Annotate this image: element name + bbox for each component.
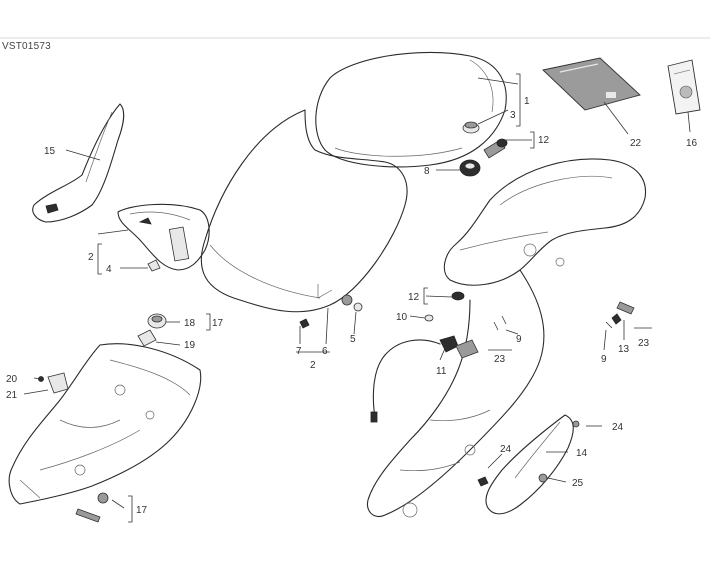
callout-25: 25 — [572, 478, 584, 489]
callout-2-seat: 2 — [310, 360, 316, 371]
callout-24-left: 24 — [500, 444, 512, 455]
rear-subframe — [366, 158, 647, 518]
callout-10: 10 — [396, 312, 408, 323]
fasteners-17 — [75, 492, 109, 523]
callout-20: 20 — [6, 374, 18, 385]
callout-16: 16 — [686, 138, 698, 149]
bracket-19 — [137, 329, 157, 347]
clip-10 — [424, 314, 434, 322]
seat-pad — [462, 121, 480, 134]
callout-12-lower: 12 — [408, 292, 420, 303]
callout-2-left: 2 — [88, 252, 94, 263]
callout-9-mid: 9 — [516, 334, 522, 345]
callout-5: 5 — [350, 334, 356, 345]
callout-17-bottom: 17 — [136, 505, 148, 516]
callout-21: 21 — [6, 390, 18, 401]
callout-8: 8 — [424, 166, 430, 177]
manual-22 — [542, 57, 641, 111]
callout-7: 7 — [296, 346, 302, 357]
callout-15: 15 — [44, 146, 56, 157]
callout-9-right: 9 — [601, 354, 607, 365]
callout-22: 22 — [630, 138, 642, 149]
left-side-cover — [32, 103, 125, 223]
bush-12b — [451, 291, 465, 301]
callout-4: 4 — [106, 264, 112, 275]
callout-13: 13 — [618, 344, 630, 355]
callout-24-right: 24 — [612, 422, 624, 433]
hook-18 — [147, 313, 167, 329]
right-side-cover-14 — [477, 414, 580, 515]
callout-23-mid: 23 — [494, 354, 506, 365]
rear-undertray — [8, 343, 202, 505]
passenger-seat — [315, 51, 507, 168]
callout-12: 12 — [538, 135, 550, 146]
callout-23-right: 23 — [638, 338, 650, 349]
lock-cylinder-12 — [483, 138, 508, 159]
callout-numbers: 1 3 12 22 16 15 8 2 4 18 17 19 12 10 7 6… — [6, 96, 698, 516]
callout-11: 11 — [436, 366, 447, 377]
callout-1: 1 — [524, 96, 530, 107]
callout-3: 3 — [510, 110, 516, 121]
seat-lock-8 — [459, 159, 481, 177]
seat-bumpers — [299, 294, 363, 329]
plate-21 — [38, 372, 69, 394]
callout-6: 6 — [322, 346, 328, 357]
rider-seat — [200, 109, 408, 313]
callout-18: 18 — [184, 318, 196, 329]
booklet-16 — [667, 59, 701, 115]
rider-seat-base — [117, 203, 210, 271]
drawing-code: VST01573 — [2, 41, 51, 52]
callout-19: 19 — [184, 340, 196, 351]
callout-14: 14 — [576, 448, 588, 459]
callout-17-top: 17 — [212, 318, 224, 329]
screws-23 — [493, 301, 635, 331]
release-cable-11 — [370, 335, 479, 423]
small-bracket-4 — [147, 259, 161, 272]
leader-lines — [23, 73, 691, 523]
